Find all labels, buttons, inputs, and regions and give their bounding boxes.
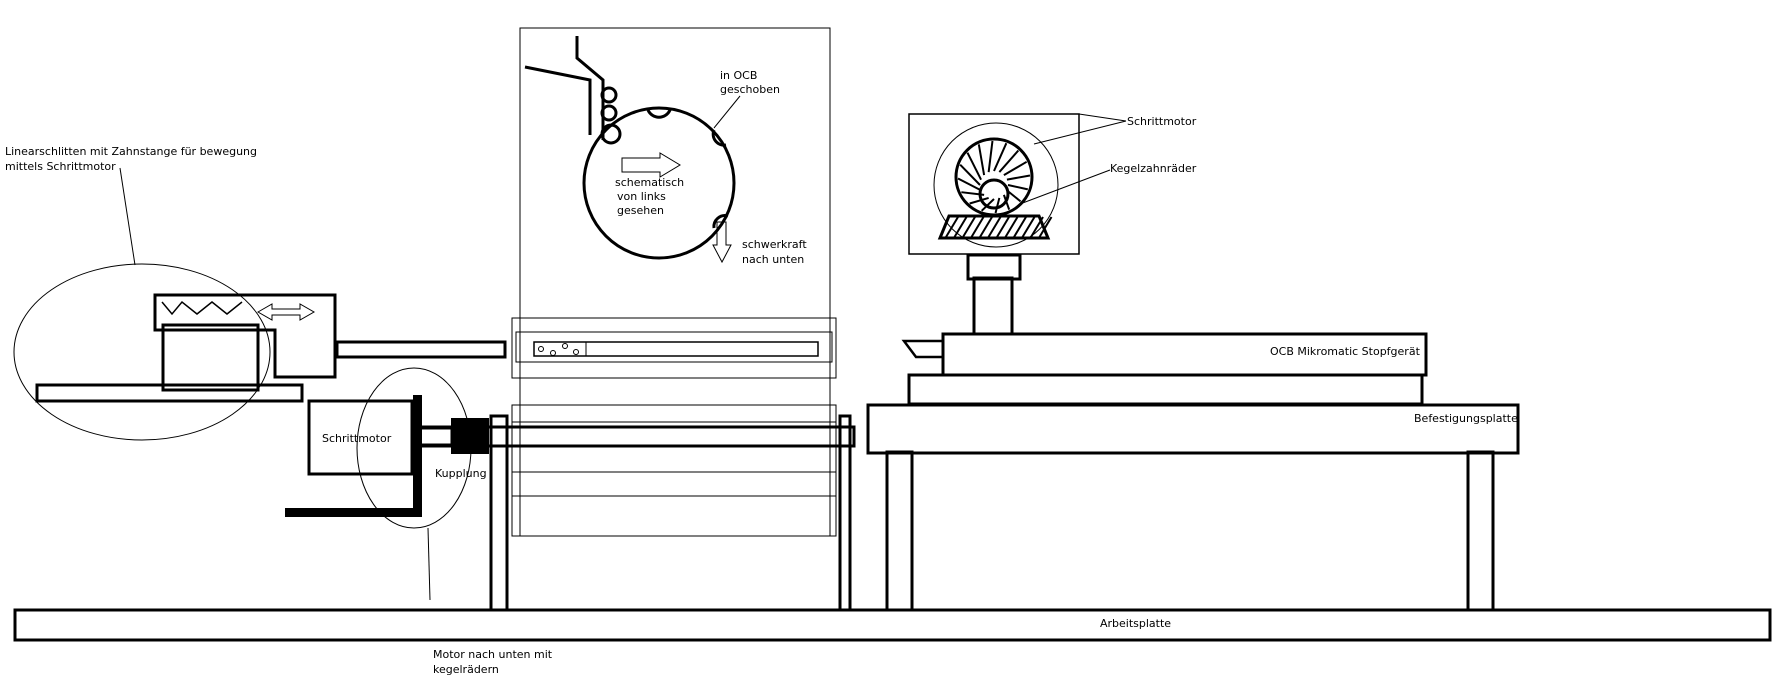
ball-3	[600, 123, 622, 145]
leader-linear-slide	[119, 167, 136, 266]
drawer-pellets	[538, 343, 579, 356]
gear-spoke	[957, 177, 982, 192]
leader-motor-down	[427, 527, 431, 601]
gear-spoke	[1003, 160, 1028, 176]
motor-shaft-collar	[966, 253, 1022, 281]
gear-spoke	[1006, 174, 1031, 181]
bevel-gears-label: Kegelzahnräder	[1110, 162, 1197, 175]
gear-tooth	[945, 216, 959, 238]
magazine-panel	[519, 27, 831, 537]
schematic-label-2: von links	[617, 190, 666, 203]
gear-spoke	[998, 149, 1020, 173]
ocb-device-label: OCB Mikromatic Stopfgerät	[1270, 345, 1421, 358]
gravity-label-2: nach unten	[742, 253, 804, 266]
slide-carriage	[161, 323, 260, 392]
ball-1	[600, 86, 618, 104]
stepper-top-label: Schrittmotor	[1127, 115, 1197, 128]
leader-stepper-b	[1033, 120, 1127, 145]
worktop-plate	[13, 608, 1772, 642]
gear-spoke	[966, 152, 982, 181]
gear-spoke	[1006, 189, 1022, 203]
gear-spoke	[980, 198, 995, 212]
gear-spoke	[1007, 184, 1029, 191]
motor-down-label-2: kegelrädern	[433, 663, 499, 676]
table-leg-left	[885, 450, 914, 612]
gear-spoke	[987, 140, 994, 173]
table-leg-right	[1466, 450, 1495, 612]
drawer-slot	[533, 341, 819, 357]
gear-tooth	[1013, 216, 1027, 238]
motor-down-label-1: Motor nach unten mit	[433, 648, 553, 661]
slide-rack-housing	[153, 293, 337, 379]
stepper-motor-housing	[933, 122, 1059, 248]
gear-spoke	[1002, 194, 1011, 210]
worktop-label: Arbeitsplatte	[1100, 617, 1171, 630]
gear-tooth	[987, 216, 1002, 238]
gear-tooth	[1030, 216, 1044, 238]
gravity-label-1: schwerkraft	[742, 238, 807, 251]
stepper-motor-box	[908, 113, 1080, 255]
gear-spoke	[959, 163, 981, 186]
gear-tooth	[1004, 216, 1019, 238]
bevel-gear-spokes	[957, 140, 1031, 214]
in-ocb-label-2: geschoben	[720, 83, 780, 96]
lower-frame	[511, 404, 837, 537]
motor-shaft-column	[972, 276, 1014, 336]
bevel-gear-teeth	[945, 216, 1053, 238]
linear-slide-label-2: mittels Schrittmotor	[5, 160, 116, 173]
callout-motor-down	[356, 367, 472, 529]
slide-base-plate	[35, 383, 304, 403]
in-ocb-label-1: in OCB	[720, 69, 757, 82]
double-arrow-icon	[256, 303, 316, 321]
stepper-motor-left	[307, 399, 414, 476]
coupling-label: Kupplung	[435, 467, 487, 480]
callout-linear-slide	[13, 263, 271, 441]
linear-slide-label-1: Linearschlitten mit Zahnstange für beweg…	[5, 145, 257, 158]
gear-spoke	[994, 197, 1001, 214]
gear-tooth	[996, 216, 1010, 238]
feed-chute-wall	[524, 65, 592, 135]
leader-stepper-a	[1078, 113, 1127, 122]
gear-tooth	[1038, 216, 1053, 238]
leader-in-ocb	[713, 95, 741, 129]
gear-tooth	[1021, 216, 1036, 238]
device-nozzle	[901, 339, 945, 359]
leader-bevel-gears	[1019, 169, 1111, 205]
gear-tooth	[970, 216, 985, 238]
mounting-plate-label: Befestigungsplatte	[1414, 412, 1518, 425]
motor-bracket	[285, 395, 422, 517]
magazine-leg-right	[838, 414, 852, 612]
gear-tooth	[979, 216, 993, 238]
gear-tooth	[962, 216, 976, 238]
gear-spoke	[993, 142, 1008, 172]
schematic-label-1: schematisch	[615, 176, 684, 189]
magazine-leg-left	[489, 414, 509, 612]
device-base	[907, 373, 1424, 406]
push-rod	[335, 340, 507, 359]
gear-spoke	[961, 191, 985, 196]
arrow-right-icon	[621, 152, 681, 178]
gear-spoke	[977, 144, 986, 176]
stepper-left-label: Schrittmotor	[322, 432, 392, 445]
bevel-gear-lower	[937, 214, 1051, 240]
rotor-disc	[582, 106, 736, 260]
arrow-down-icon	[712, 221, 732, 264]
schematic-label-3: gesehen	[617, 204, 664, 217]
drawer-inner	[515, 331, 833, 363]
gear-tooth	[953, 216, 968, 238]
gear-spoke	[969, 196, 989, 205]
rack-teeth	[161, 300, 243, 316]
drawer-outer	[511, 317, 837, 379]
ball-2	[600, 104, 618, 122]
rotor-notches	[646, 109, 729, 229]
